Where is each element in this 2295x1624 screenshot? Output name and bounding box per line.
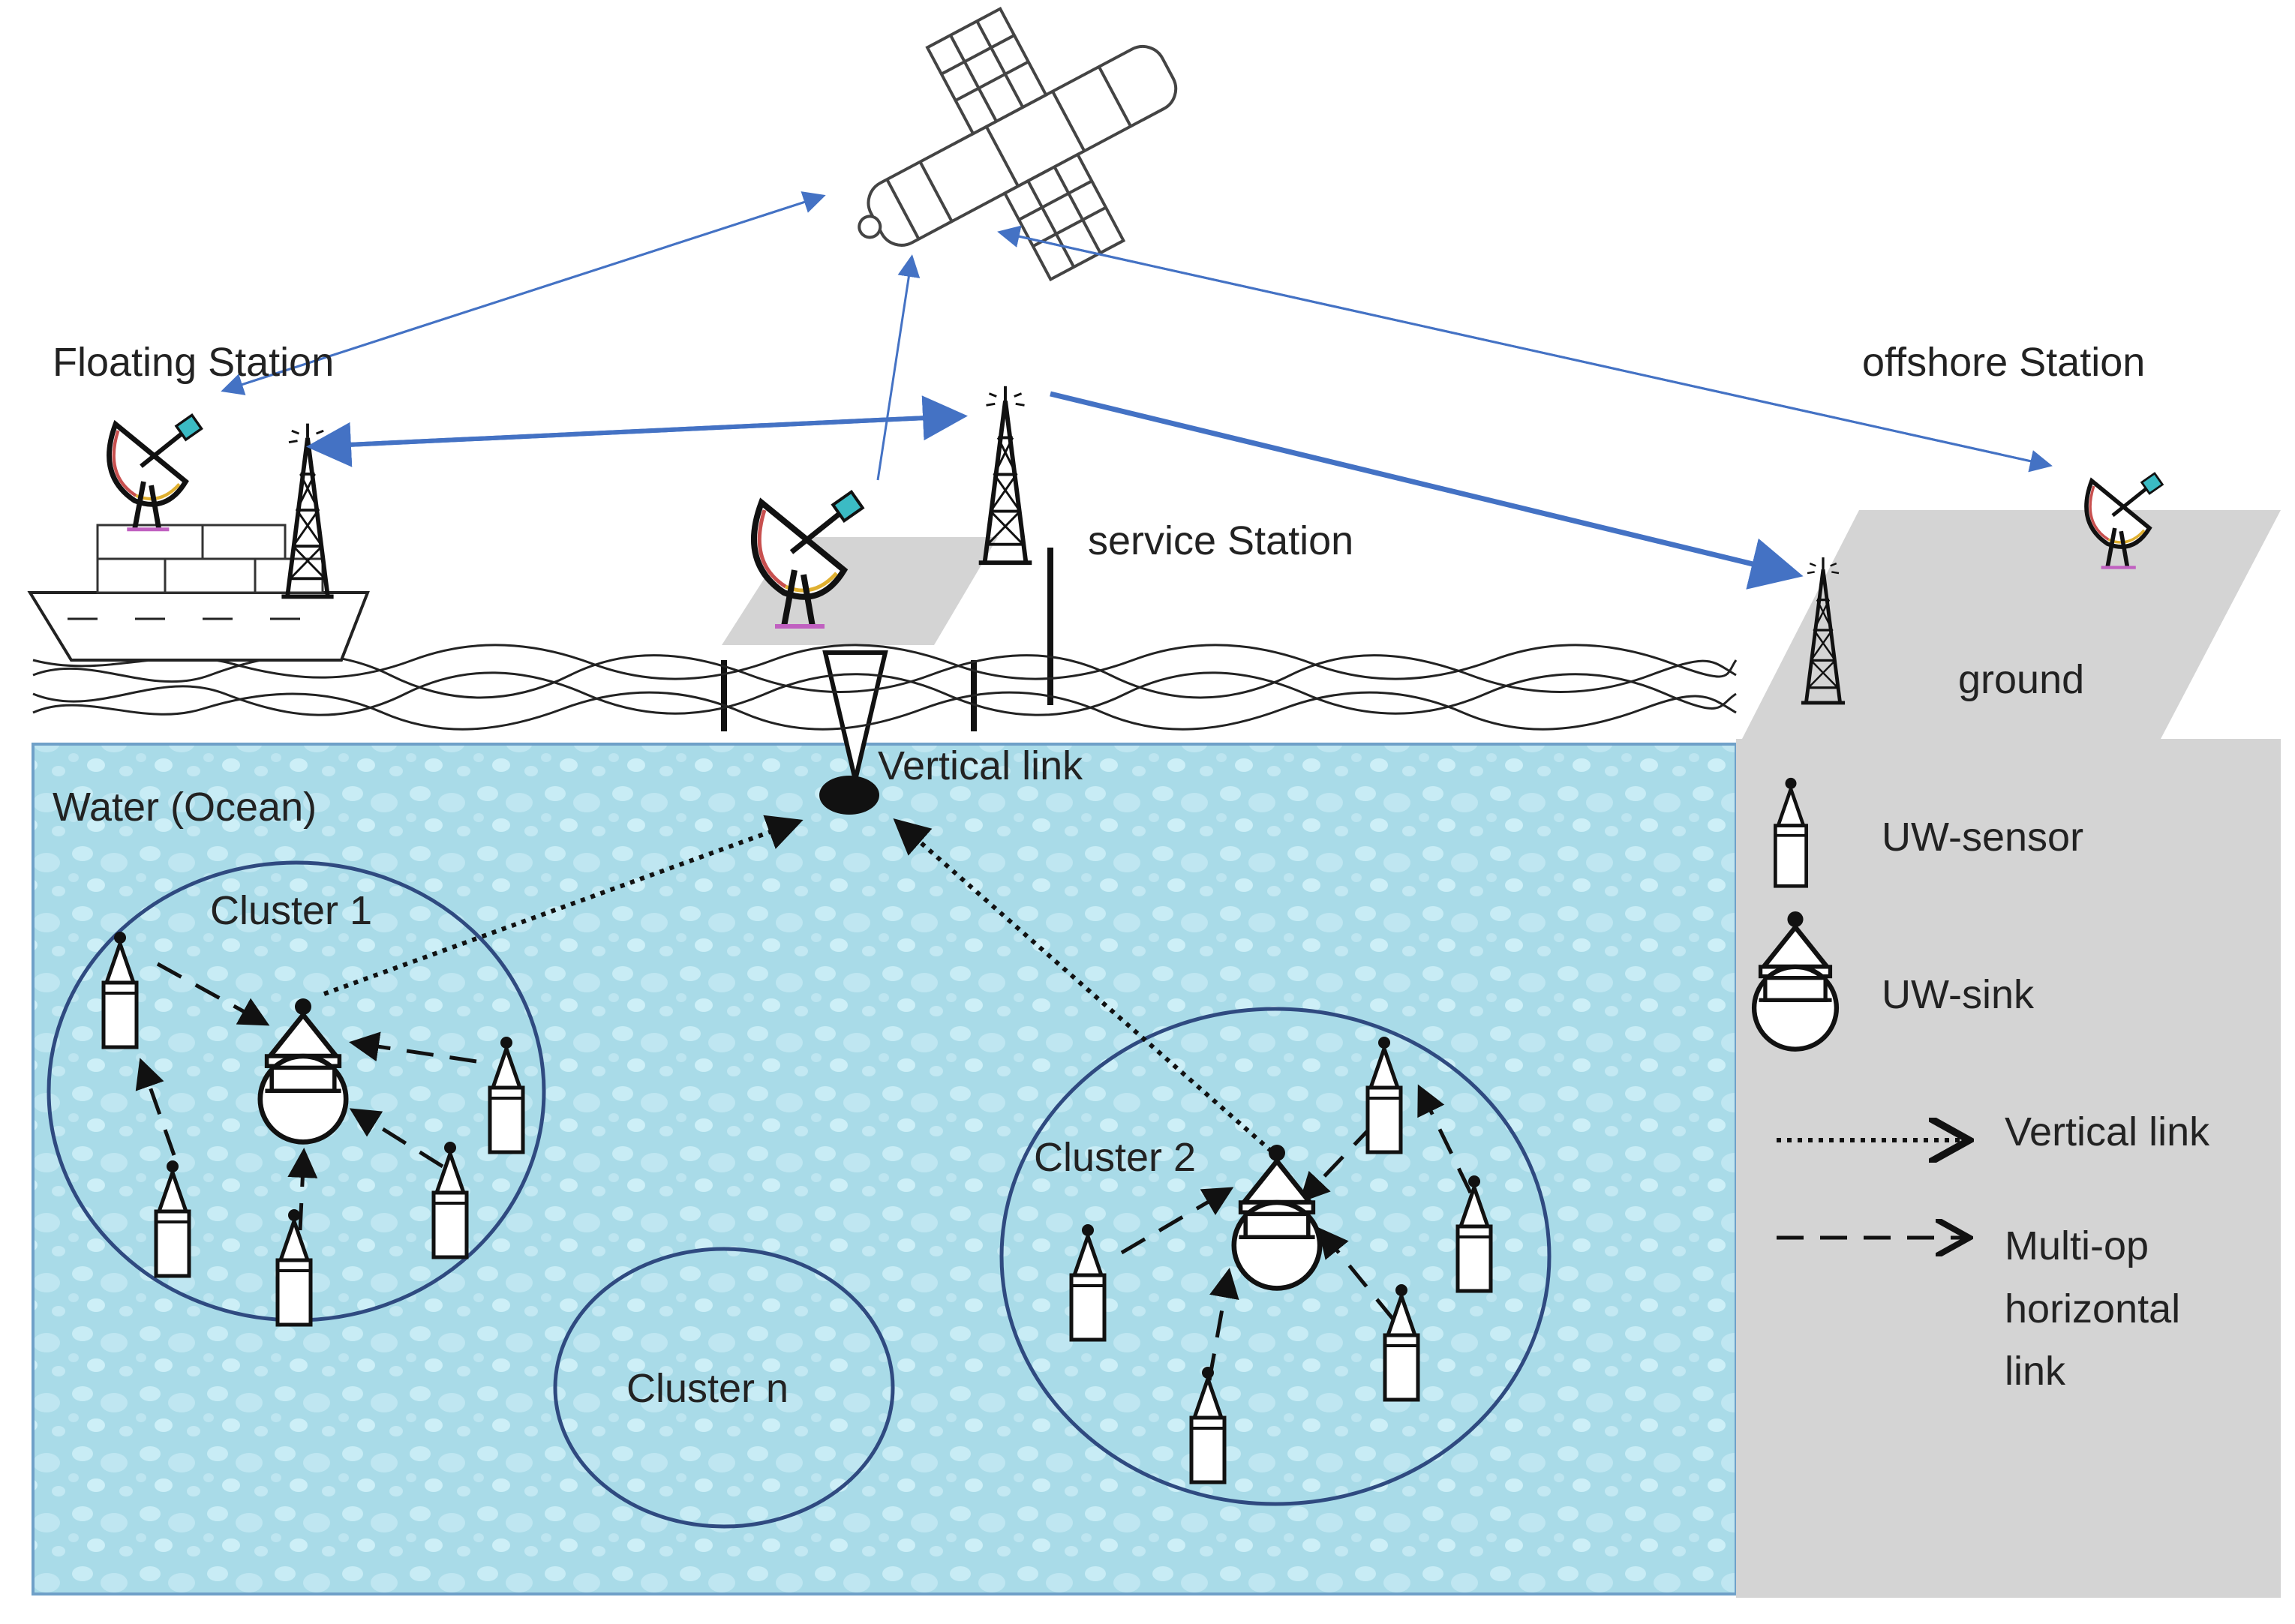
ground-legend-area: [1736, 739, 2281, 1598]
legend-uw-sink-label: UW-sink: [1882, 972, 2035, 1017]
cluster-2-label: Cluster 2: [1034, 1135, 1197, 1180]
service-station-label: service Station: [1088, 518, 1354, 563]
cluster-n-label: Cluster n: [626, 1366, 789, 1411]
radio-links: [221, 191, 2053, 590]
vertical-links: [323, 815, 1273, 1154]
water-area: [32, 743, 1738, 1595]
satellite-icon: [858, 7, 1178, 282]
water-label: Water (Ocean): [53, 785, 317, 830]
cluster-2-ring: [999, 1007, 1552, 1506]
legend-uw-sensor-label: UW-sensor: [1882, 815, 2084, 860]
offshore-station-label: offshore Station: [1862, 340, 2146, 385]
vertical-link-label: Vertical link: [878, 743, 1083, 788]
floating-station-label: Floating Station: [53, 340, 335, 385]
cluster-n-ring: [553, 1247, 895, 1529]
ground-platform: [1742, 510, 2281, 739]
horizontal-links: [135, 962, 1473, 1381]
radio-tower-icon: [979, 386, 1032, 563]
ground-label: ground: [1958, 657, 2085, 702]
legend-vertical-link-label: Vertical link: [2005, 1109, 2210, 1154]
legend-multihop-label: Multi-op horizontal link: [2005, 1223, 2181, 1394]
vertical-link-buoy: [822, 650, 888, 781]
dish-antenna-icon: [110, 415, 202, 529]
cluster-1-label: Cluster 1: [210, 888, 373, 933]
